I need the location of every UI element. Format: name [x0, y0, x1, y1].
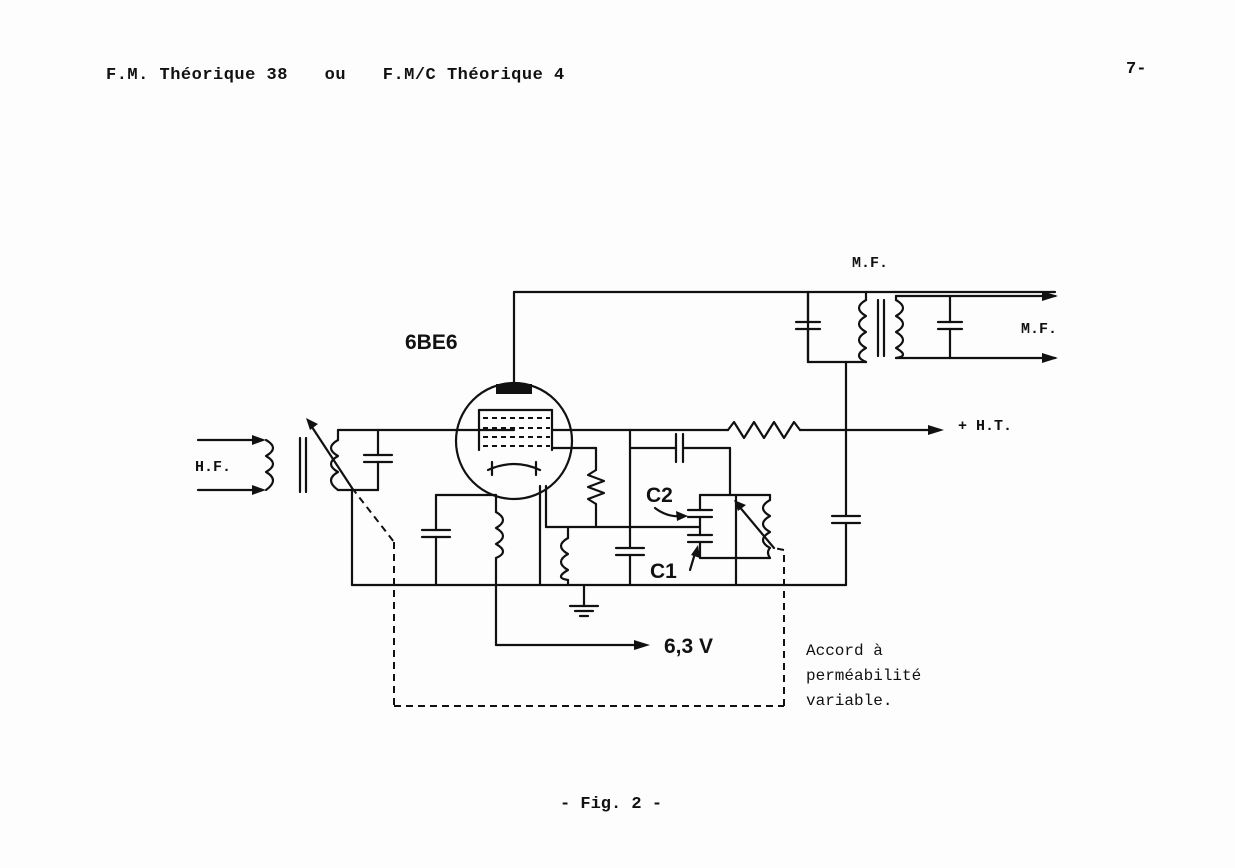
note-line-2: perméabilité: [806, 667, 921, 685]
ht-label: + H.T.: [958, 418, 1012, 435]
header-title-2: F.M/C Théorique 4: [382, 66, 565, 85]
tube-6be6: [454, 381, 574, 501]
figure-caption: - Fig. 2 -: [560, 795, 663, 814]
mf-transformer: [794, 290, 1058, 364]
document-header: F.M. Théorique 38 ou F.M/C Théorique 4: [106, 66, 591, 85]
c2-label: C2: [646, 484, 673, 507]
hf-input: [196, 418, 516, 495]
mf-top-label: M.F.: [852, 255, 888, 272]
note-line-1: Accord à: [806, 642, 883, 660]
tube-label: 6BE6: [405, 331, 458, 354]
oscillator-tank: [653, 493, 776, 587]
filament-voltage-label: 6,3 V: [664, 635, 713, 658]
page-number: 7-: [1126, 60, 1147, 79]
mf-output-label: M.F.: [1021, 321, 1057, 338]
header-title-1: F.M. Théorique 38: [106, 66, 288, 85]
header-or: ou: [324, 66, 347, 85]
hf-label: H.F.: [195, 459, 231, 476]
note-line-3: variable.: [806, 692, 892, 710]
c1-label: C1: [650, 560, 677, 583]
ganged-tuning-link: [351, 487, 785, 707]
